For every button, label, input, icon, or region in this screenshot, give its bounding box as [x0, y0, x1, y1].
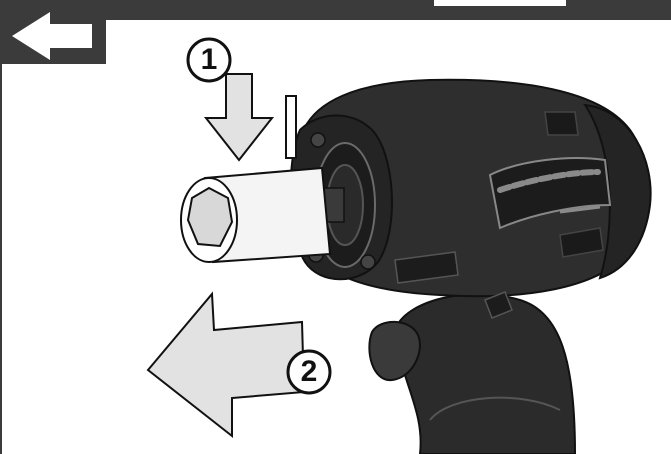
- back-button[interactable]: [0, 0, 106, 64]
- step-1-down-arrow-icon: [203, 73, 275, 162]
- step-1-badge: [186, 37, 232, 83]
- step-2-left-arrow-icon: [146, 291, 306, 439]
- top-border-notch-line: [434, 6, 566, 8]
- top-border-notch: [434, 0, 566, 6]
- back-arrow-icon: [12, 12, 92, 60]
- impact-driver-icon: [289, 78, 652, 454]
- socket-icon: [180, 166, 332, 264]
- step-2-badge: [286, 349, 332, 395]
- left-border-line: [0, 64, 2, 454]
- retaining-pin-icon: [285, 95, 297, 159]
- step-2-number: 2: [300, 355, 318, 388]
- step-1-number: 1: [200, 43, 218, 76]
